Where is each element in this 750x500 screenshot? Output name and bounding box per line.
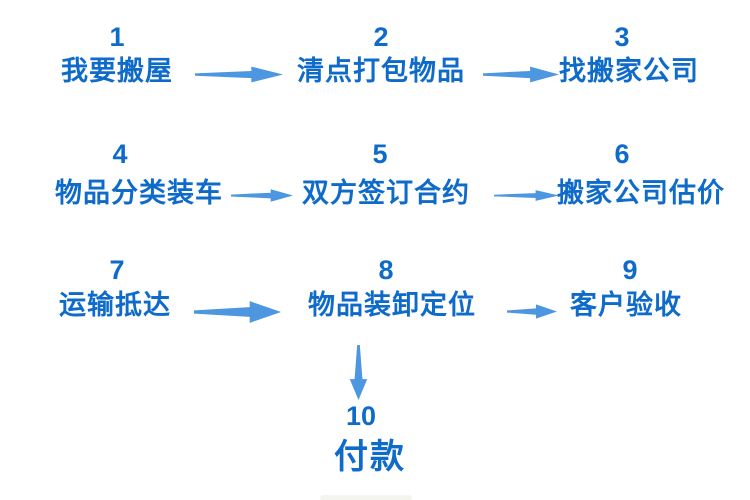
- step-3-number: 3: [614, 22, 630, 52]
- step-6-number: 6: [614, 139, 630, 169]
- step-9-label: 客户验收: [570, 290, 682, 320]
- step-5-label: 双方签订合约: [302, 178, 470, 208]
- step-3-label: 找搬家公司: [559, 56, 699, 86]
- step-1-number: 1: [109, 22, 125, 52]
- step-4-number: 4: [112, 139, 128, 169]
- step-8-label: 物品装卸定位: [308, 290, 476, 320]
- arrow-step-8-to-10: [349, 345, 368, 400]
- arrow-right-icon: [483, 66, 559, 83]
- step-4-label: 物品分类装车: [55, 178, 223, 208]
- step-5-number: 5: [372, 139, 388, 169]
- step-6-label: 搬家公司估价: [557, 178, 725, 208]
- step-10-number: 10: [345, 401, 377, 431]
- arrow-step-7-to-8: [194, 301, 281, 323]
- step-8-number: 8: [378, 255, 394, 285]
- step-2-number: 2: [373, 22, 389, 52]
- step-7-number: 7: [109, 255, 125, 285]
- arrow-step-1-to-2: [195, 66, 283, 83]
- arrow-step-8-to-9: [507, 304, 557, 319]
- arrow-right-icon: [195, 66, 283, 83]
- arrow-right-icon: [231, 189, 293, 202]
- arrow-step-4-to-5: [231, 189, 293, 202]
- step-7-label: 运输抵达: [59, 290, 171, 320]
- step-10-label: 付款: [334, 438, 406, 476]
- arrow-down-icon: [349, 345, 368, 400]
- step-1-label: 我要搬屋: [61, 56, 173, 86]
- arrow-right-icon: [494, 190, 559, 201]
- arrow-right-icon: [194, 301, 281, 323]
- bottom-cutoff-artifact: [320, 495, 412, 500]
- arrow-right-icon: [507, 304, 557, 319]
- step-2-label: 清点打包物品: [297, 56, 465, 86]
- arrow-step-5-to-6: [494, 190, 559, 201]
- arrow-step-2-to-3: [483, 66, 559, 83]
- step-9-number: 9: [622, 255, 638, 285]
